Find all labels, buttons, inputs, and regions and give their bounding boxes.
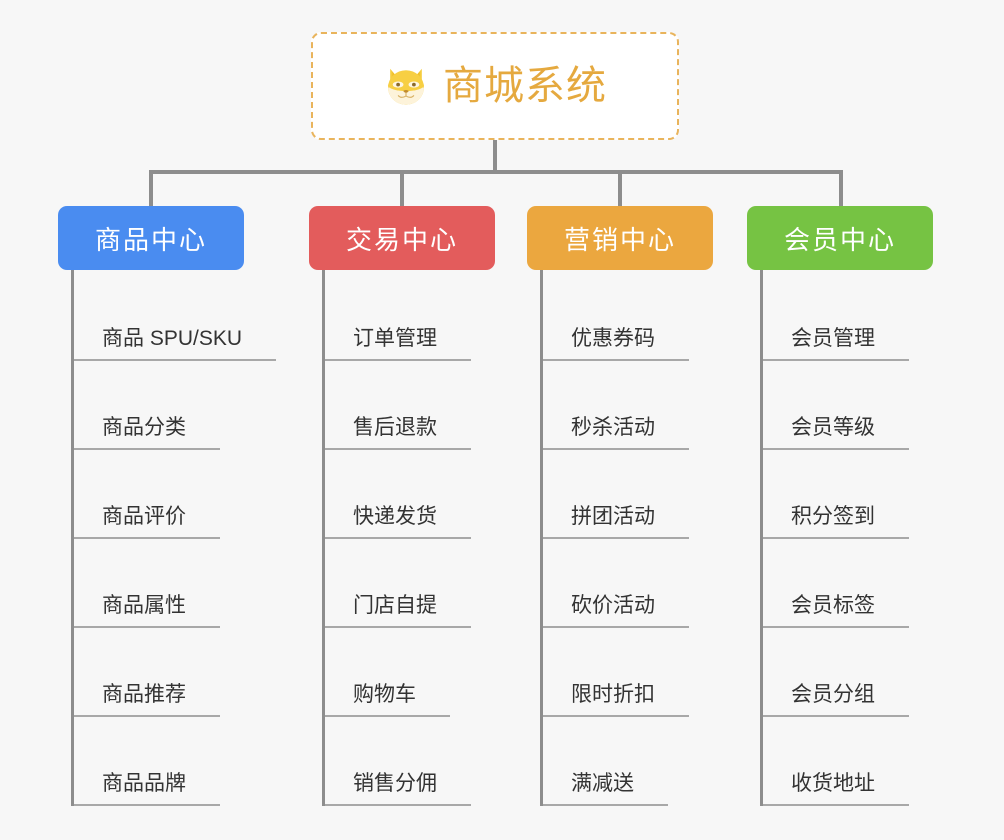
leaf-group-3: 优惠券码 秒杀活动 拼团活动 砍价活动 限时折扣 满减送 <box>540 270 713 806</box>
dog-face-icon <box>388 68 424 105</box>
branch-column-2: 交易中心 订单管理 售后退款 快递发货 门店自提 购物车 销售分佣 <box>309 206 495 806</box>
leaf-item[interactable]: 商品评价 <box>74 450 276 539</box>
leaf-label: 商品评价 <box>74 505 220 539</box>
connector-root-stem <box>493 140 497 173</box>
leaf-group-4: 会员管理 会员等级 积分签到 会员标签 会员分组 收货地址 <box>760 270 933 806</box>
leaf-label: 商品 SPU/SKU <box>74 327 277 361</box>
leaf-item[interactable]: 积分签到 <box>763 450 933 539</box>
leaf-item[interactable]: 门店自提 <box>325 539 495 628</box>
leaf-label: 商品品牌 <box>74 772 220 806</box>
connector-drop-2 <box>400 170 404 206</box>
branch-header-label-2: 交易中心 <box>345 224 458 255</box>
branch-column-3: 营销中心 优惠券码 秒杀活动 拼团活动 砍价活动 限时折扣 满减送 <box>527 206 713 806</box>
leaf-label: 积分签到 <box>763 505 909 539</box>
leaf-item[interactable]: 会员分组 <box>763 628 933 717</box>
leaf-label: 会员标签 <box>763 594 909 628</box>
branch-header-label-3: 营销中心 <box>563 224 676 255</box>
leaf-item[interactable]: 秒杀活动 <box>543 361 713 450</box>
leaf-item[interactable]: 商品品牌 <box>74 717 276 806</box>
leaf-group-1: 商品 SPU/SKU 商品分类 商品评价 商品属性 商品推荐 商品品牌 <box>71 270 277 806</box>
branch-header-2[interactable]: 交易中心 <box>309 206 495 270</box>
leaf-group-2: 订单管理 售后退款 快递发货 门店自提 购物车 销售分佣 <box>322 270 495 806</box>
connector-horizontal-bus <box>149 170 843 174</box>
leaf-label: 砍价活动 <box>543 594 689 628</box>
leaf-label: 会员等级 <box>763 416 909 450</box>
leaf-label: 满减送 <box>543 772 668 806</box>
leaf-item[interactable]: 商品推荐 <box>74 628 276 717</box>
leaf-label: 优惠券码 <box>543 327 689 361</box>
leaf-label: 拼团活动 <box>543 505 689 539</box>
connector-drop-1 <box>149 170 153 206</box>
root-node[interactable]: 商城系统 <box>311 32 679 140</box>
leaf-item[interactable]: 限时折扣 <box>543 628 713 717</box>
root-title: 商城系统 <box>443 64 607 108</box>
leaf-item[interactable]: 满减送 <box>543 717 713 806</box>
leaf-label: 会员管理 <box>763 327 909 361</box>
leaf-item[interactable]: 收货地址 <box>763 717 933 806</box>
leaf-item[interactable]: 会员标签 <box>763 539 933 628</box>
leaf-label: 收货地址 <box>763 772 909 806</box>
branch-header-label-1: 商品中心 <box>94 224 207 255</box>
leaf-label: 快递发货 <box>325 505 471 539</box>
leaf-label: 商品属性 <box>74 594 220 628</box>
leaf-item[interactable]: 商品分类 <box>74 361 276 450</box>
branch-header-3[interactable]: 营销中心 <box>527 206 713 270</box>
branch-header-label-4: 会员中心 <box>783 224 896 255</box>
leaf-label: 限时折扣 <box>543 683 689 717</box>
leaf-label: 会员分组 <box>763 683 909 717</box>
branch-header-4[interactable]: 会员中心 <box>747 206 933 270</box>
leaf-label: 售后退款 <box>325 416 471 450</box>
branch-column-4: 会员中心 会员管理 会员等级 积分签到 会员标签 会员分组 收货地址 <box>747 206 933 806</box>
leaf-item[interactable]: 优惠券码 <box>543 272 713 361</box>
leaf-label: 销售分佣 <box>325 772 471 806</box>
leaf-item[interactable]: 砍价活动 <box>543 539 713 628</box>
leaf-item[interactable]: 商品属性 <box>74 539 276 628</box>
leaf-item[interactable]: 商品 SPU/SKU <box>74 272 277 361</box>
leaf-item[interactable]: 拼团活动 <box>543 450 713 539</box>
branch-column-1: 商品中心 商品 SPU/SKU 商品分类 商品评价 商品属性 商品推荐 商品品牌 <box>58 206 277 806</box>
leaf-label: 商品推荐 <box>74 683 220 717</box>
connector-drop-4 <box>839 170 843 206</box>
branch-header-1[interactable]: 商品中心 <box>58 206 244 270</box>
leaf-item[interactable]: 销售分佣 <box>325 717 495 806</box>
connector-drop-3 <box>618 170 622 206</box>
leaf-label: 门店自提 <box>325 594 471 628</box>
leaf-item[interactable]: 购物车 <box>325 628 495 717</box>
leaf-label: 商品分类 <box>74 416 220 450</box>
leaf-label: 秒杀活动 <box>543 416 689 450</box>
leaf-item[interactable]: 会员等级 <box>763 361 933 450</box>
leaf-item[interactable]: 售后退款 <box>325 361 495 450</box>
leaf-label: 购物车 <box>325 683 450 717</box>
leaf-label: 订单管理 <box>325 327 471 361</box>
leaf-item[interactable]: 订单管理 <box>325 272 495 361</box>
leaf-item[interactable]: 快递发货 <box>325 450 495 539</box>
leaf-item[interactable]: 会员管理 <box>763 272 933 361</box>
